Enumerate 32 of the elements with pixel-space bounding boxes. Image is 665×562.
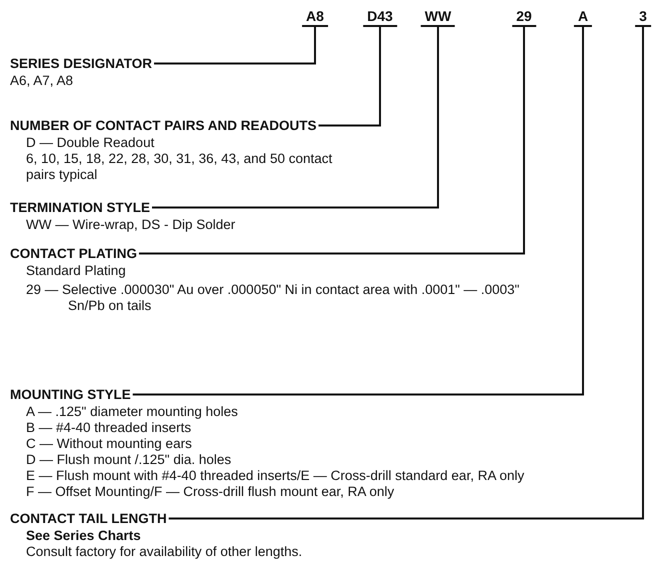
leader-line bbox=[154, 27, 316, 64]
option-text: 6, 10, 15, 18, 22, 28, 30, 31, 36, 43, and 50 contact pairs typical bbox=[26, 151, 334, 183]
field-heading: NUMBER OF CONTACT PAIRS AND READOUTS bbox=[10, 117, 316, 134]
option-text: D — Flush mount /.125" dia. holes bbox=[26, 452, 232, 468]
option-text: B — #4-40 threaded inserts bbox=[26, 420, 192, 436]
code-segment: WW bbox=[420, 8, 456, 27]
option-text: C — Without mounting ears bbox=[26, 436, 193, 452]
leader-line bbox=[138, 27, 525, 254]
option-text: See Series Charts bbox=[26, 528, 142, 544]
option-text: E — Flush mount with #4-40 threaded inserts/E — Cross-drill standard ear, RA only bbox=[26, 468, 524, 484]
option-text: Consult factory for availability of other lengths. bbox=[26, 544, 302, 560]
leader-line bbox=[132, 27, 584, 396]
field-heading: MOUNTING STYLE bbox=[10, 386, 131, 403]
leader-line bbox=[152, 27, 439, 208]
option-text: A6, A7, A8 bbox=[10, 73, 74, 89]
option-text: A — .125" diameter mounting holes bbox=[26, 404, 239, 420]
code-segment: D43 bbox=[363, 8, 397, 27]
option-text: F — Offset Mounting/F — Cross-drill flush mount ear, RA only bbox=[26, 484, 396, 500]
option-text: 29 — Selective .000030" Au over .000050" Ni in contact area with .0001" — .0003" Sn/Pb on tails bbox=[26, 282, 520, 314]
code-segment: A bbox=[574, 8, 592, 27]
option-text: D — Double Readout bbox=[26, 135, 156, 151]
option-text: WW — Wire-wrap, DS - Dip Solder bbox=[26, 217, 236, 233]
field-heading: SERIES DESIGNATOR bbox=[10, 55, 152, 72]
option-text: Standard Plating bbox=[26, 263, 127, 279]
field-heading: TERMINATION STYLE bbox=[10, 199, 150, 216]
code-segment: 3 bbox=[635, 8, 651, 27]
field-heading: CONTACT PLATING bbox=[10, 245, 137, 262]
code-segment: 29 bbox=[512, 8, 536, 27]
code-segment: A8 bbox=[302, 8, 328, 27]
field-heading: CONTACT TAIL LENGTH bbox=[10, 510, 167, 527]
leader-line bbox=[168, 27, 644, 520]
leader-line bbox=[318, 27, 381, 126]
